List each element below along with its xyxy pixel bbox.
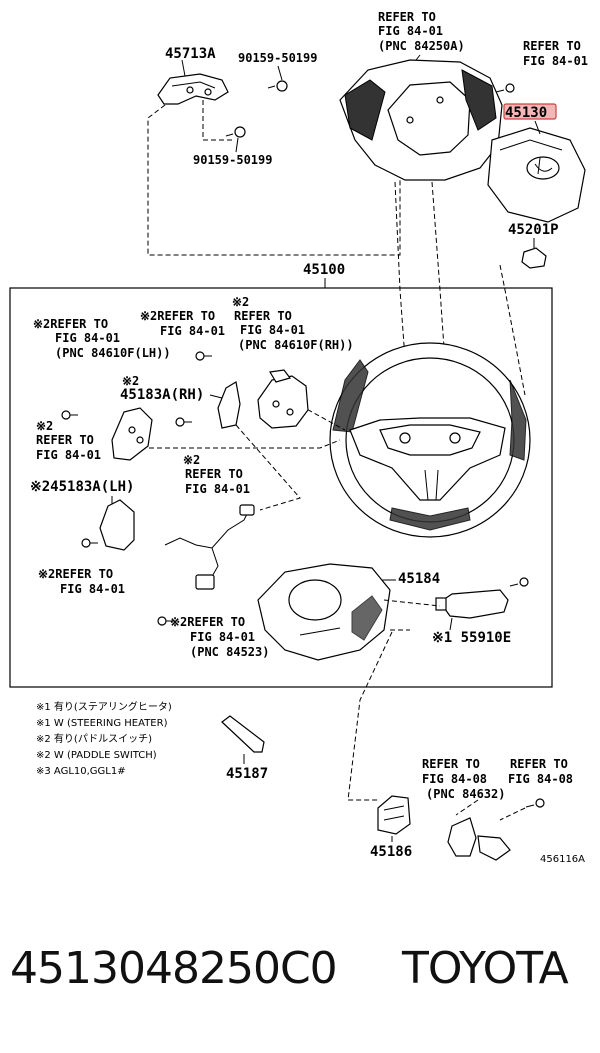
highlight-45130 <box>503 103 557 120</box>
brand-name: TOYOTA <box>402 943 569 994</box>
ref-l5-line1[interactable]: REFER TO <box>36 433 94 447</box>
drawing-number: 456116A <box>540 854 585 865</box>
ref-b2-line1[interactable]: REFER TO <box>510 757 568 771</box>
part-45183a-rh-cover[interactable] <box>217 381 241 429</box>
ref-l1-line3[interactable]: (PNC 84610F(LH)) <box>55 346 171 360</box>
label-45187[interactable]: 45187 <box>226 766 268 782</box>
label-45183a-rh[interactable]: 45183A(RH) <box>120 387 204 403</box>
label-45201p[interactable]: 45201P <box>508 222 559 238</box>
screw-icon[interactable] <box>81 538 98 548</box>
dash-line <box>455 799 526 821</box>
screw-icon[interactable] <box>61 410 78 420</box>
ref-l5-line2[interactable]: FIG 84-01 <box>36 448 101 462</box>
ref-l2-line1[interactable]: ※2REFER TO <box>140 309 215 323</box>
label-45183a-lh[interactable]: ※245183A(LH) <box>30 479 134 495</box>
ref-b2-line2[interactable]: FIG 84-08 <box>508 772 573 786</box>
ref-tr-line1[interactable]: REFER TO <box>523 39 581 53</box>
label-45184[interactable]: 45184 <box>398 571 440 587</box>
ref-l3-line1[interactable]: REFER TO <box>234 309 292 323</box>
ref-b1-line2[interactable]: FIG 84-08 <box>422 772 487 786</box>
part-paddle-switch-rh[interactable] <box>257 369 309 429</box>
part-switch-bezel-assy[interactable] <box>339 59 503 181</box>
note-1-en: ※1 W (STEERING HEATER) <box>36 718 168 729</box>
note-2-en: ※2 W (PADDLE SWITCH) <box>36 750 157 761</box>
screw-icon[interactable] <box>495 83 515 93</box>
label-45130[interactable]: 45130 <box>505 105 547 121</box>
part-paddle-switch-lh[interactable] <box>111 407 153 461</box>
bolt-icon[interactable] <box>225 126 246 138</box>
label-bolt-90159-top[interactable]: 90159-50199 <box>238 51 317 65</box>
leader-45183a-rh <box>209 394 223 399</box>
footnotes: ※1 有り(ステアリングヒータ) ※1 W (STEERING HEATER) … <box>36 700 172 777</box>
ref-l6-line2[interactable]: FIG 84-01 <box>185 482 250 496</box>
part-45187-trim[interactable] <box>221 715 265 753</box>
note-2-jp: ※2 有り(パドルスイッチ) <box>36 732 152 745</box>
dash-line <box>147 104 401 256</box>
part-number: 4513048250C0 <box>10 943 338 994</box>
dash-line <box>383 599 441 607</box>
note-1-jp: ※1 有り(ステアリングヒータ) <box>36 700 172 713</box>
ref-l9-line1[interactable]: ※2REFER TO <box>170 615 245 629</box>
ref-l6-line1[interactable]: REFER TO <box>185 467 243 481</box>
screw-icon[interactable] <box>525 798 545 808</box>
screw-icon[interactable] <box>195 351 212 361</box>
ref-l3-line2[interactable]: FIG 84-01 <box>240 323 305 337</box>
part-bracket-switch[interactable] <box>447 817 511 861</box>
ref-b1-line1[interactable]: REFER TO <box>422 757 480 771</box>
parts-diagram: 45713A 90159-50199 90159-50199 REFER TO … <box>9 10 588 865</box>
dash-line <box>394 181 409 401</box>
leader-bolt-bottom <box>235 137 239 153</box>
dash-line <box>347 631 393 801</box>
ref-l3-mark[interactable]: ※2 <box>232 295 249 309</box>
ref-l5-mark[interactable]: ※2 <box>36 419 53 433</box>
part-55910e-heater-unit[interactable] <box>435 589 509 619</box>
footer: 4513048250C0 TOYOTA <box>0 935 600 1015</box>
label-45713a[interactable]: 45713A <box>165 46 216 62</box>
label-45100[interactable]: 45100 <box>303 262 345 278</box>
ref-l8-line1[interactable]: ※2REFER TO <box>38 567 113 581</box>
ref-top-line1[interactable]: REFER TO <box>378 10 436 24</box>
part-45201p-screw[interactable] <box>521 247 547 269</box>
screw-icon[interactable] <box>175 417 192 427</box>
note-3: ※3 AGL10,GGL1# <box>36 766 126 777</box>
ref-top-line3[interactable]: (PNC 84250A) <box>378 39 465 53</box>
label-45183a-rh-mark[interactable]: ※2 <box>122 374 139 388</box>
dash-line <box>202 100 232 141</box>
bolt-icon[interactable] <box>267 80 288 92</box>
label-bolt-90159-bottom[interactable]: 90159-50199 <box>193 153 272 167</box>
ref-l9-line3[interactable]: (PNC 84523) <box>190 645 269 659</box>
ref-tr-line2[interactable]: FIG 84-01 <box>523 54 588 68</box>
leader-55910e <box>449 617 453 631</box>
label-55910e[interactable]: ※1 55910E <box>432 630 511 646</box>
leader-bolt-top <box>277 65 283 81</box>
ref-l6-mark[interactable]: ※2 <box>183 453 200 467</box>
ref-l1-line2[interactable]: FIG 84-01 <box>55 331 120 345</box>
dash-line <box>235 424 301 511</box>
dash-line <box>125 439 341 449</box>
screw-icon[interactable] <box>509 577 529 587</box>
part-45130-airbag-assy[interactable] <box>487 127 586 223</box>
part-wire-harness[interactable] <box>164 504 255 590</box>
ref-l8-line2[interactable]: FIG 84-01 <box>60 582 125 596</box>
label-45186[interactable]: 45186 <box>370 844 412 860</box>
ref-l3-line3[interactable]: (PNC 84610F(RH)) <box>238 338 354 352</box>
part-45184-lower-cover[interactable] <box>257 563 391 661</box>
screw-icon[interactable] <box>157 616 174 626</box>
assembly-frame-45100 <box>9 287 553 688</box>
dash-line <box>499 264 526 396</box>
part-45183a-lh-cover[interactable] <box>99 499 135 551</box>
part-45186-switch[interactable] <box>377 795 411 835</box>
leader-45130 <box>534 120 541 135</box>
ref-l1-line1[interactable]: ※2REFER TO <box>33 317 108 331</box>
ref-l2-line2[interactable]: FIG 84-01 <box>160 324 225 338</box>
ref-l9-line2[interactable]: FIG 84-01 <box>190 630 255 644</box>
ref-top-line2[interactable]: FIG 84-01 <box>378 24 443 38</box>
ref-b1-line3[interactable]: (PNC 84632) <box>426 787 505 801</box>
part-45713a-bracket[interactable] <box>157 73 229 105</box>
leader-45713a <box>181 59 186 77</box>
part-45100-steering-wheel[interactable] <box>329 342 531 538</box>
